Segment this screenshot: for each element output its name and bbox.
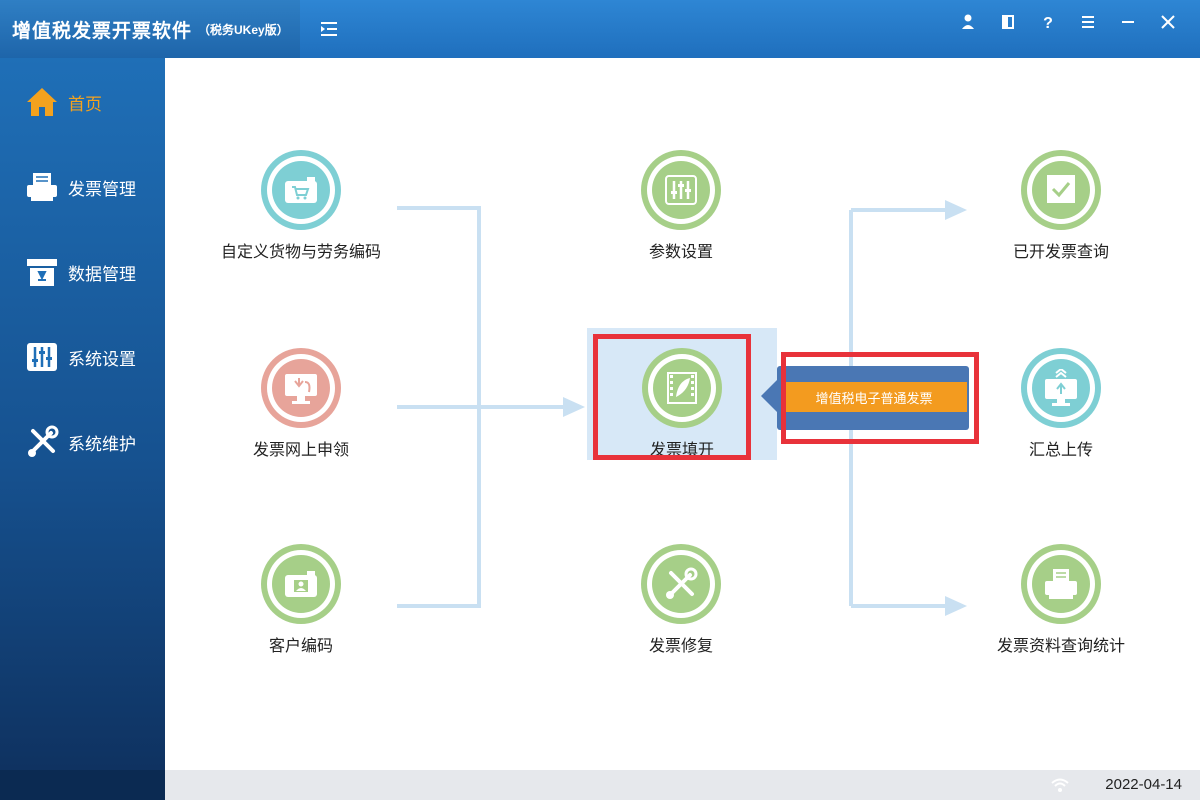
status-bar: 2022-04-14 (165, 770, 1200, 800)
sidebar-item-label: 首页 (68, 94, 102, 114)
invoice-type-option[interactable]: 增值税电子普通发票 (781, 382, 967, 412)
flow-arrow-center (563, 397, 585, 417)
title-bar: 增值税发票开票软件 （税务UKey版） ? (0, 0, 1200, 58)
tile-custom-goods-code[interactable]: 自定义货物与劳务编码 (201, 150, 401, 262)
close-icon[interactable] (1148, 10, 1188, 34)
tile-label: 自定义货物与劳务编码 (220, 244, 381, 261)
menu-icon[interactable] (1068, 10, 1108, 34)
app-title: 增值税发票开票软件 (12, 20, 193, 42)
highlight-box-invoice-issue (593, 334, 751, 460)
wallet-cart-icon (272, 161, 330, 219)
tile-invoice-online-apply[interactable]: 发票网上申领 (201, 348, 401, 460)
help-icon[interactable]: ? (1028, 10, 1068, 34)
feather-icon (653, 359, 711, 417)
tile-label: 发票修复 (648, 638, 713, 655)
tile-label: 汇总上传 (1028, 442, 1093, 459)
sidebar-item-label: 系统维护 (68, 434, 136, 454)
tile-parameter-settings[interactable]: 参数设置 (581, 150, 781, 262)
popup-arrow (761, 380, 777, 412)
tile-label: 客户编码 (268, 638, 333, 655)
invoice-type-popup: 增值税电子普通发票 (761, 366, 969, 430)
data-icon (24, 254, 60, 290)
tools-icon (652, 555, 710, 613)
sidebar-item-system-settings[interactable]: 系统设置 (0, 327, 165, 387)
svg-text:?: ? (1043, 15, 1053, 31)
sidebar-item-label: 发票管理 (68, 179, 136, 199)
sidebar-item-system-maintenance[interactable]: 系统维护 (0, 412, 165, 472)
sidebar-item-home[interactable]: 首页 (0, 72, 165, 132)
sidebar-item-invoice-management[interactable]: 发票管理 (0, 157, 165, 217)
doc-check-search-icon (1032, 161, 1090, 219)
tile-invoice-repair[interactable]: 发票修复 (581, 544, 781, 656)
sidebar-item-data-management[interactable]: 数据管理 (0, 242, 165, 302)
flow-arrow-right-bottom (945, 596, 967, 616)
bookmark-icon[interactable] (988, 10, 1028, 34)
wifi-icon (1050, 776, 1070, 794)
flow-arrow-right-top (945, 200, 967, 220)
sidebar-item-label: 数据管理 (68, 264, 136, 284)
sidebar: 首页 发票管理 数据管理 系统设置 系统维护 (0, 58, 165, 800)
user-icon[interactable] (948, 10, 988, 34)
tile-label: 发票网上申领 (252, 442, 349, 459)
tile-label: 发票填开 (649, 442, 714, 459)
tools-icon (24, 424, 60, 460)
tile-label: 已开发票查询 (1012, 244, 1109, 261)
tile-issued-invoice-query[interactable]: 已开发票查询 (961, 150, 1161, 262)
sidebar-item-label: 系统设置 (68, 349, 136, 369)
minimize-icon[interactable] (1108, 10, 1148, 34)
tile-invoice-issue[interactable]: 发票填开 (582, 348, 782, 460)
sliders-icon (24, 339, 60, 375)
window-controls: ? (948, 10, 1188, 34)
highlight-box-popup (781, 352, 979, 444)
wallet-user-icon (272, 555, 330, 613)
printer-search-icon (1032, 555, 1090, 613)
monitor-download-icon (272, 359, 330, 417)
app-edition: （税务UKey版） (198, 22, 289, 37)
tile-customer-code[interactable]: 客户编码 (201, 544, 401, 656)
menu-toggle-icon[interactable] (318, 18, 340, 40)
tile-summary-upload[interactable]: 汇总上传 (961, 348, 1161, 460)
tile-label: 发票资料查询统计 (996, 638, 1125, 655)
sidebar-footer (0, 770, 165, 800)
monitor-upload-icon (1032, 359, 1090, 417)
status-date: 2022-04-14 (1105, 776, 1182, 793)
tile-label: 参数设置 (648, 244, 713, 261)
app-brand: 增值税发票开票软件 （税务UKey版） (0, 0, 300, 58)
printer-icon (24, 169, 60, 205)
main-area: 自定义货物与劳务编码 发票网上申领 客户编码 参数设置 发票填开 发票修复 (165, 58, 1200, 770)
sliders-icon (652, 161, 710, 219)
tile-invoice-data-statistics[interactable]: 发票资料查询统计 (961, 544, 1161, 656)
home-icon (24, 84, 60, 120)
